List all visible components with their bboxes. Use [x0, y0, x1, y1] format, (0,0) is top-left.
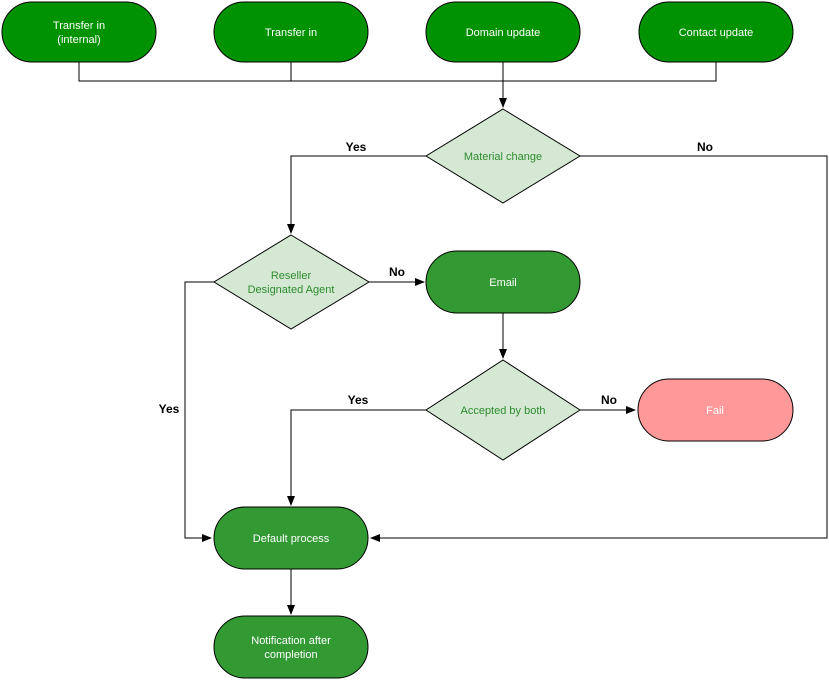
- edge-accepted-yes: [287, 409, 426, 506]
- node-fail: Fail: [637, 378, 794, 442]
- label-line: Accepted by both: [460, 405, 545, 417]
- decision-material-change: Material change: [425, 108, 581, 204]
- label-line: (internal): [57, 34, 100, 46]
- label-reseller-no: No: [389, 265, 405, 279]
- node-email-label: Email: [489, 277, 517, 289]
- edge-material-yes: [287, 155, 426, 234]
- label-line: completion: [264, 649, 317, 661]
- label-line: Domain update: [466, 27, 541, 39]
- label-line: Reseller: [271, 270, 312, 282]
- node-domain-update: Domain update: [425, 1, 581, 63]
- node-fail-label: Fail: [706, 405, 724, 417]
- edge-reseller-yes: [184, 281, 214, 542]
- label-line: Transfer in: [265, 27, 317, 39]
- label-line: Email: [489, 277, 517, 289]
- edge-material-no: [370, 155, 828, 542]
- node-notification-after-completion: Notification after completion: [213, 615, 369, 679]
- decision-material-change-label: Material change: [464, 151, 542, 163]
- node-email: Email: [425, 250, 581, 314]
- node-notification-after-completion-label: Notification after completion: [251, 635, 331, 661]
- label-material-yes: Yes: [346, 140, 367, 154]
- label-line: Material change: [464, 151, 542, 163]
- node-domain-update-label: Domain update: [466, 27, 541, 39]
- label-line: Fail: [706, 405, 724, 417]
- edge-contact-update-merge: [503, 62, 717, 82]
- node-transfer-in-label: Transfer in: [265, 27, 317, 39]
- decision-accepted-by-both: Accepted by both: [425, 359, 581, 461]
- label-accepted-yes: Yes: [348, 393, 369, 407]
- label-accepted-no: No: [601, 393, 617, 407]
- label-line: Contact update: [679, 27, 754, 39]
- node-contact-update-label: Contact update: [679, 27, 754, 39]
- node-contact-update: Contact update: [638, 1, 794, 63]
- node-default-process: Default process: [213, 506, 369, 570]
- label-line: Notification after: [251, 635, 331, 647]
- label-material-no: No: [697, 140, 713, 154]
- label-line: Designated Agent: [248, 284, 335, 296]
- node-default-process-label: Default process: [253, 533, 330, 545]
- label-line: Default process: [253, 533, 330, 545]
- label-reseller-yes: Yes: [159, 402, 180, 416]
- node-transfer-in-internal: Transfer in (internal): [1, 1, 157, 63]
- node-transfer-in-internal-label: Transfer in (internal): [53, 20, 105, 46]
- edge-transfer-internal-merge: [78, 62, 503, 82]
- decision-accepted-by-both-label: Accepted by both: [460, 405, 545, 417]
- node-transfer-in: Transfer in: [213, 1, 369, 63]
- label-line: Transfer in: [53, 20, 105, 32]
